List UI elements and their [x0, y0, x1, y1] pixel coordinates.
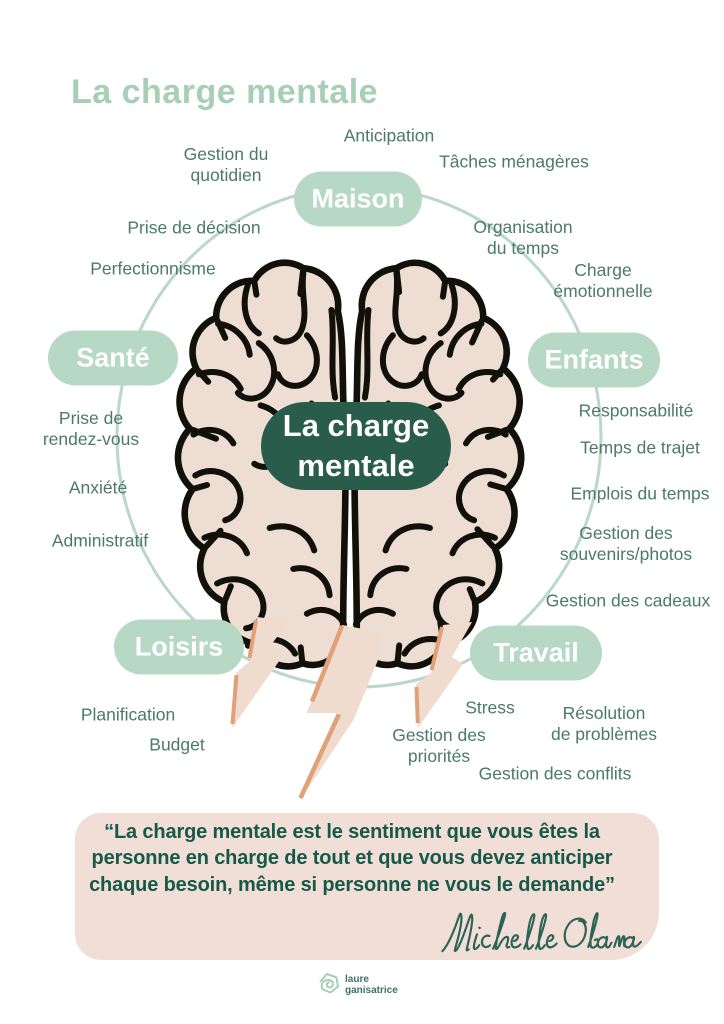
svg-text:ganisatrice: ganisatrice	[345, 985, 398, 996]
svg-text:laure: laure	[345, 974, 369, 985]
